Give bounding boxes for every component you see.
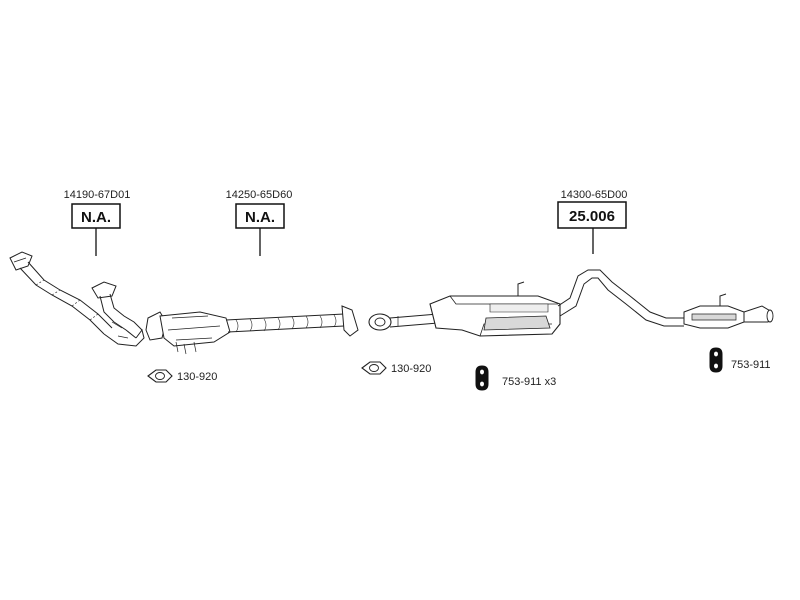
rubber-mount-icon <box>475 365 489 391</box>
manifold-flange-right <box>91 281 117 299</box>
rear-silencer-callout: 14300-65D00 25.006 <box>557 189 628 254</box>
catalyst-body <box>159 311 231 347</box>
catalyst-pipe-callout: 14250-65D60 N.A. <box>226 189 293 256</box>
rubber-mount-1-label: 753-911 x3 <box>502 376 556 388</box>
rubber-mount-2-label: 753-911 <box>731 359 771 371</box>
rear-silencer-part-number: 14300-65D00 <box>561 189 628 201</box>
gasket-2[interactable]: 130-920 <box>361 361 431 375</box>
rubber-mount-1[interactable]: 753-911 x3 <box>475 365 556 391</box>
front-pipe-callout: 14190-67D01 N.A. <box>64 189 131 256</box>
front-pipe-part-number: 14190-67D01 <box>64 189 131 201</box>
gasket-1[interactable]: 130-920 <box>147 369 217 383</box>
rear-silencer-drawing[interactable] <box>368 269 774 337</box>
gasket-1-label: 130-920 <box>177 371 217 383</box>
manifold-flange-left <box>9 251 33 271</box>
rubber-mount-icon <box>709 347 723 373</box>
catalyst-pipe-part-number: 14250-65D60 <box>226 189 293 201</box>
catalyst-pipe-drawing[interactable] <box>145 305 359 355</box>
gasket-2-label: 130-920 <box>391 363 431 375</box>
catalyst-pipe-price-label: N.A. <box>245 209 275 226</box>
rubber-mount-2[interactable]: 753-911 <box>709 347 771 373</box>
catalyst-pipe-label-box <box>235 203 285 229</box>
front-pipe-drawing[interactable] <box>9 251 145 347</box>
front-pipe-price-label: N.A. <box>81 209 111 226</box>
rear-silencer-price-label: 25.006 <box>569 208 615 225</box>
rear-silencer-label-box <box>557 201 627 229</box>
